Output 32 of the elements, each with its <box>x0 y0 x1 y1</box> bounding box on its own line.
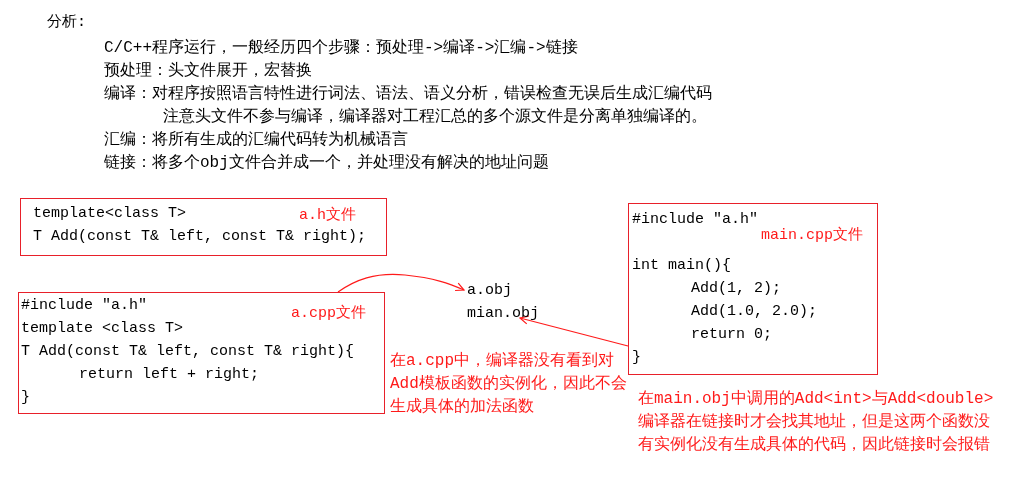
code-line: template<class T> <box>33 205 187 223</box>
file-label: main.cpp文件 <box>761 227 863 245</box>
code-line: Add(1, 2); <box>691 280 781 298</box>
file-label: a.cpp文件 <box>291 305 366 323</box>
arrow <box>519 315 629 347</box>
text-line: 注意头文件不参与编译，编译器对工程汇总的多个源文件是分离单独编译的。 <box>163 108 707 126</box>
annotation-text: 在main.obj中调用的Add<int>与Add<double>编译器在链接时才会找其地址，但是这两个函数没有实例化没有生成具体的代码，因此链接时会报错 <box>638 389 995 456</box>
arrow <box>337 273 465 293</box>
code-line: int main(){ <box>632 257 732 275</box>
heading: 分析: <box>47 14 86 32</box>
code-line: return left + right; <box>79 366 260 384</box>
file-label: a.h文件 <box>299 207 356 225</box>
code-line: T Add(const T& left, const T& right){ <box>21 343 355 361</box>
text-line: 预处理：头文件展开，宏替换 <box>104 62 312 80</box>
code-box <box>628 203 878 375</box>
code-line: T Add(const T& left, const T& right); <box>33 228 367 246</box>
text-line: C/C++程序运行，一般经历四个步骤：预处理->编译->汇编->链接 <box>104 39 578 57</box>
code-line: #include "a.h" <box>632 211 759 229</box>
code-line: #include "a.h" <box>21 297 148 315</box>
file-name: a.obj <box>467 282 512 300</box>
code-line: } <box>632 349 641 367</box>
code-line: template <class T> <box>21 320 184 338</box>
code-box <box>20 198 387 256</box>
text-line: 汇编：将所有生成的汇编代码转为机械语言 <box>104 131 408 149</box>
file-name: mian.obj <box>467 305 539 323</box>
code-box <box>18 292 385 414</box>
annotation-text: 在a.cpp中，编译器没有看到对Add模板函数的实例化，因此不会生成具体的加法函数 <box>390 351 628 418</box>
text-line: 编译：对程序按照语言特性进行词法、语法、语义分析，错误检查无误后生成汇编代码 <box>104 85 712 103</box>
text-line: 链接：将多个obj文件合并成一个，并处理没有解决的地址问题 <box>104 154 549 172</box>
code-line: } <box>21 389 30 407</box>
code-line: return 0; <box>691 326 772 344</box>
code-line: Add(1.0, 2.0); <box>691 303 818 321</box>
